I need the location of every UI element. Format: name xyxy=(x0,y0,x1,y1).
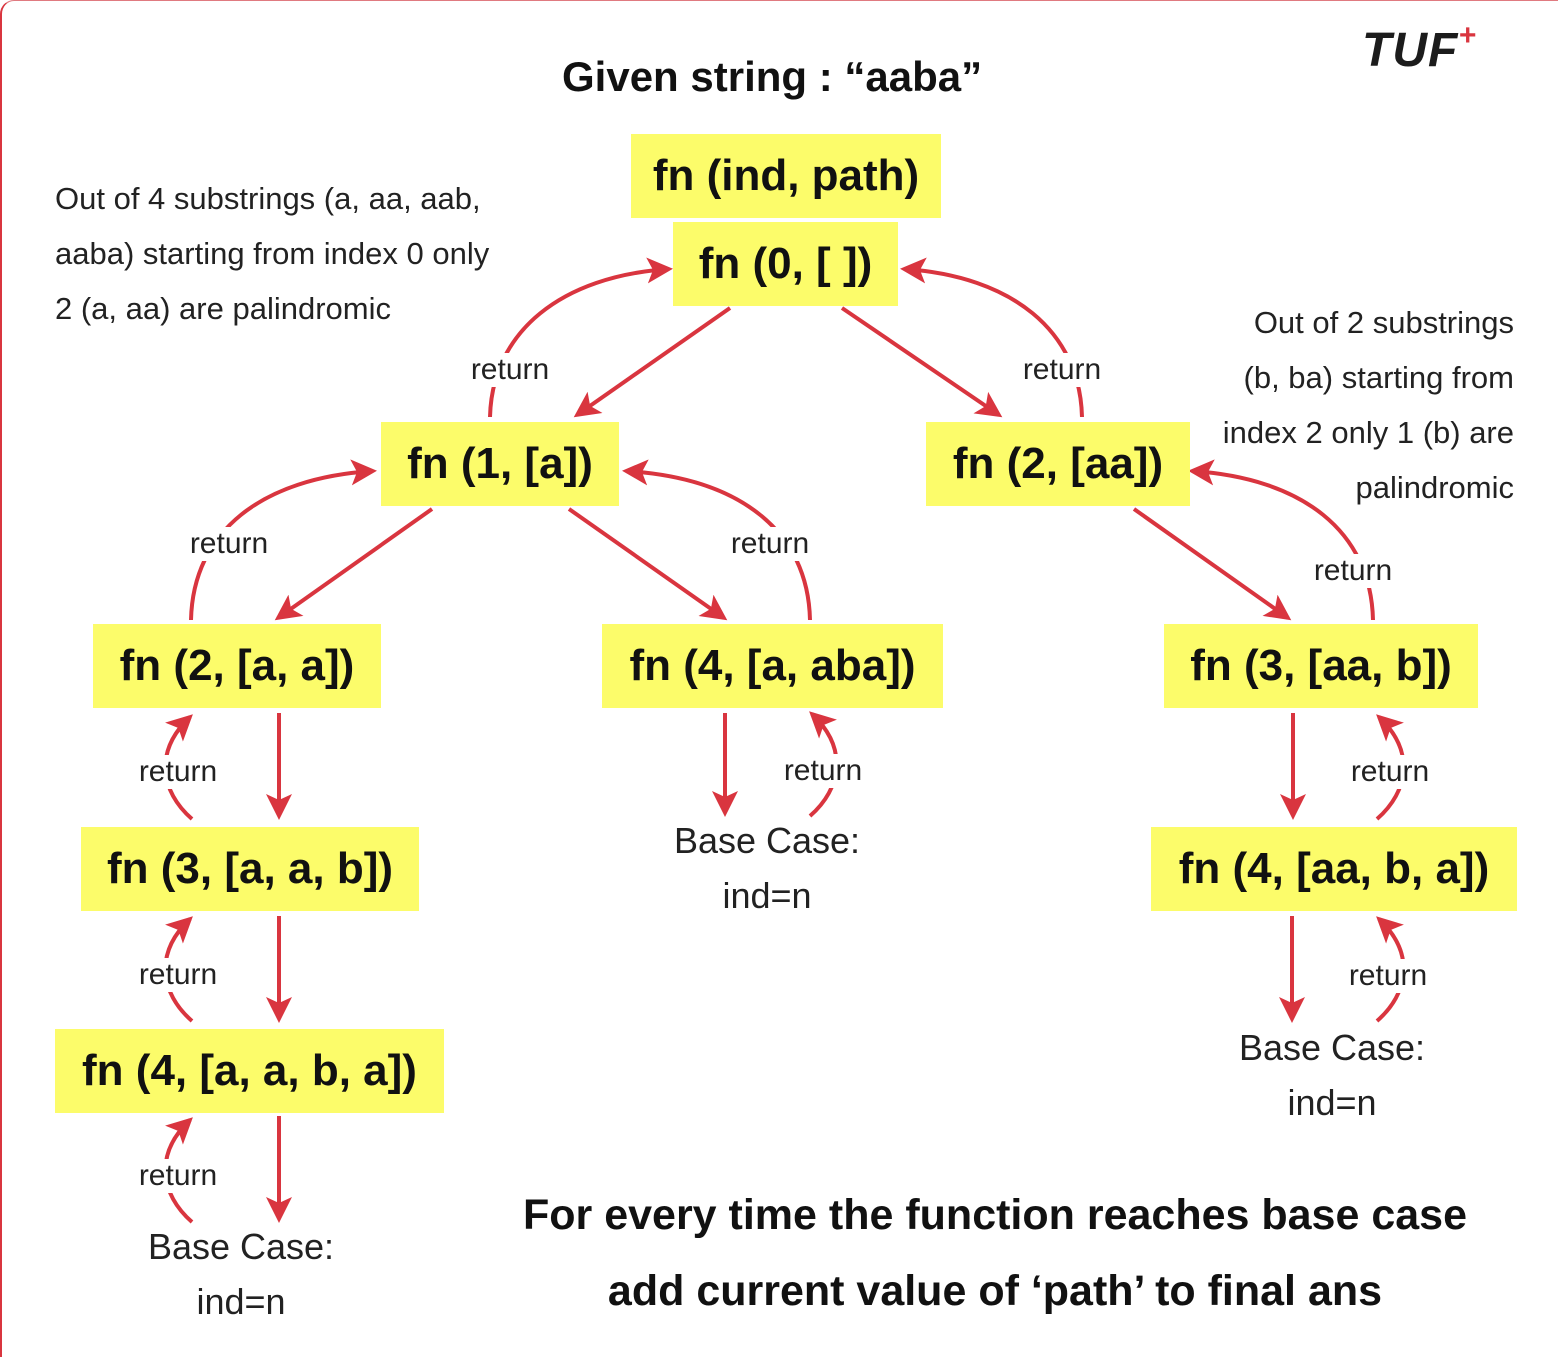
call-arrow-n2-n5 xyxy=(1132,507,1292,621)
node-root: fn (0, [ ]) xyxy=(673,222,898,306)
page-title: Given string : “aaba” xyxy=(562,53,983,100)
logo-plus: + xyxy=(1458,19,1477,52)
tuf-logo: TUF+ xyxy=(1362,19,1477,78)
node-n1: fn (1, [a]) xyxy=(381,422,619,506)
node-n6: fn (3, [a, a, b]) xyxy=(81,827,419,911)
return-label: return xyxy=(1309,554,1397,588)
return-arrow-n2-root xyxy=(900,257,1084,418)
base-case-line-1: Base Case: xyxy=(673,820,861,861)
base-case-line-1: Base Case: xyxy=(147,1226,335,1267)
footer-note: For every time the function reaches base… xyxy=(495,1177,1495,1329)
call-arrow-n1-n4 xyxy=(567,507,728,621)
return-label: return xyxy=(185,527,273,561)
return-label: return xyxy=(1346,755,1434,789)
note-right-line-1: Out of 2 substrings xyxy=(1253,305,1514,340)
base-case-line-1: Base Case: xyxy=(1238,1027,1426,1068)
return-label: return xyxy=(466,353,554,387)
return-label: return xyxy=(134,1159,222,1193)
return-label: return xyxy=(779,754,867,788)
base-case: Base Case: ind=n xyxy=(637,813,897,923)
call-arrow-root-n1 xyxy=(573,306,732,418)
return-label: return xyxy=(134,755,222,789)
return-label: return xyxy=(1344,959,1432,993)
base-case-line-2: ind=n xyxy=(196,1281,286,1322)
note-right: Out of 2 substrings (b, ba) starting fro… xyxy=(1223,295,1514,515)
note-left: Out of 4 substrings (a, aa, aab, aaba) s… xyxy=(55,171,489,336)
note-left-line-2: aaba) starting from index 0 only xyxy=(55,236,490,271)
node-n2: fn (2, [aa]) xyxy=(926,422,1190,506)
return-label: return xyxy=(1018,353,1106,387)
return-arrow-n3-n1 xyxy=(189,459,377,621)
note-right-line-2: (b, ba) starting from xyxy=(1243,360,1514,395)
base-case: Base Case: ind=n xyxy=(111,1219,371,1329)
note-right-line-4: palindromic xyxy=(1355,470,1514,505)
note-right-line-3: index 2 only 1 (b) are xyxy=(1222,415,1514,450)
header-box: fn (ind, path) xyxy=(631,134,941,218)
note-left-line-1: Out of 4 substrings (a, aa, aab, xyxy=(55,181,481,216)
node-n7: fn (4, [aa, b, a]) xyxy=(1151,827,1517,911)
node-n8: fn (4, [a, a, b, a]) xyxy=(55,1029,444,1113)
call-arrow-root-n2 xyxy=(840,306,1003,418)
base-case-line-2: ind=n xyxy=(1287,1082,1377,1123)
return-arrow-n1-root xyxy=(488,257,673,418)
call-arrow-n1-n3 xyxy=(274,507,434,621)
logo-text: TUF xyxy=(1362,24,1459,77)
node-n5: fn (3, [aa, b]) xyxy=(1164,624,1478,708)
footer-line-2: add current value of ‘path’ to final ans xyxy=(607,1267,1383,1315)
base-case-line-2: ind=n xyxy=(722,875,812,916)
return-arrow-n4-n1 xyxy=(622,459,812,621)
node-n3: fn (2, [a, a]) xyxy=(93,624,381,708)
footer-line-1: For every time the function reaches base… xyxy=(522,1191,1467,1239)
return-label: return xyxy=(134,958,222,992)
node-n4: fn (4, [a, aba]) xyxy=(602,624,943,708)
return-label: return xyxy=(726,527,814,561)
base-case: Base Case: ind=n xyxy=(1202,1020,1462,1130)
note-left-line-3: 2 (a, aa) are palindromic xyxy=(55,291,391,326)
